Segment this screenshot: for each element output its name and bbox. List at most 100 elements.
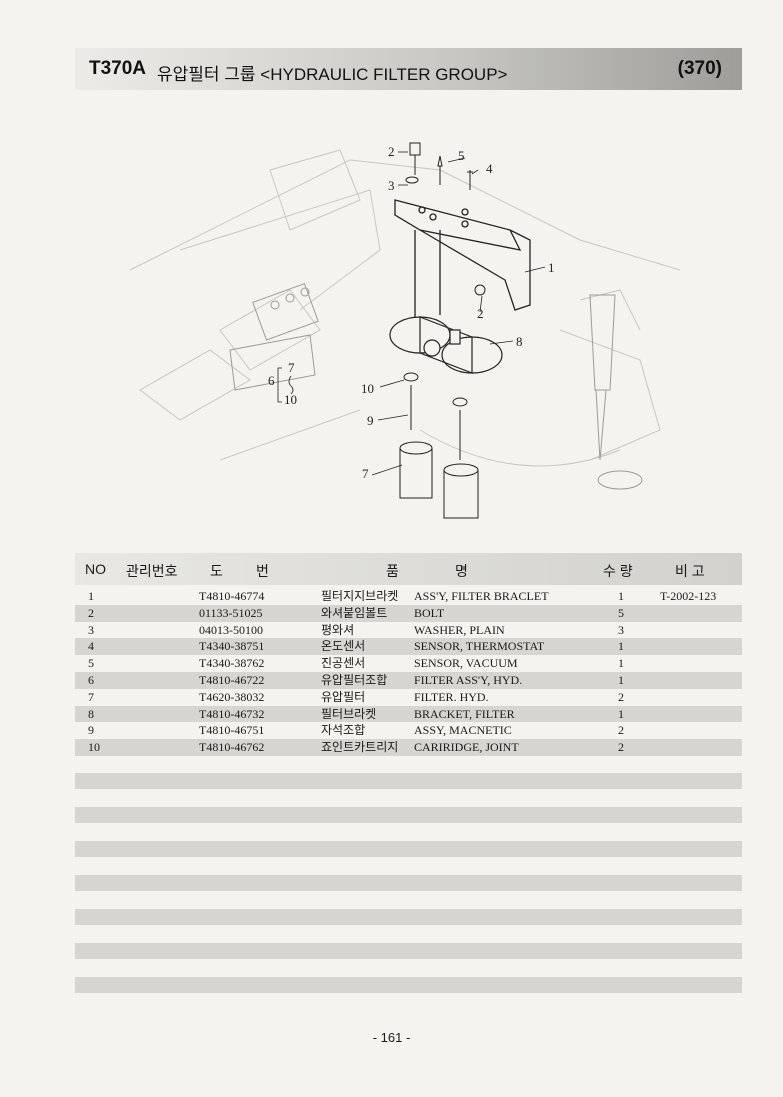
row-quantity: 1 — [618, 706, 624, 721]
row-no: 8 — [88, 706, 94, 721]
callout-5: 5 — [458, 148, 465, 163]
row-no: 2 — [88, 605, 94, 620]
empty-table-row — [75, 977, 742, 993]
control-linkage — [229, 282, 643, 490]
row-remarks: T-2002-123 — [660, 589, 717, 603]
sensors-and-bolts — [405, 142, 486, 296]
col-remarks: 비 고 — [675, 563, 705, 579]
row-korean-name: 자석조합 — [321, 723, 366, 738]
col-no: NO — [85, 561, 106, 577]
empty-table-row — [75, 773, 742, 789]
row-quantity: 1 — [618, 589, 624, 603]
row-korean-name: 유압필터조합 — [321, 672, 388, 687]
filter-bracket-part — [394, 199, 531, 320]
empty-table-row — [75, 875, 742, 891]
row-part-number: T4810-46774 — [199, 589, 265, 603]
row-no: 6 — [88, 672, 94, 687]
row-english-name: WASHER, PLAIN — [414, 622, 505, 637]
row-english-name: SENSOR, VACUUM — [414, 656, 518, 671]
empty-table-row — [75, 807, 742, 823]
table-row: 6 T4810-46722 유압필터조합 FILTER ASS'Y, HYD. … — [75, 671, 742, 689]
callout-9: 9 — [367, 413, 374, 428]
row-quantity: 3 — [618, 622, 624, 637]
callout-2b: 2 — [477, 306, 484, 321]
row-no: 7 — [88, 689, 94, 704]
parts-table-header: NO 관리번호 도 번 품 명 수 량 비 고 — [75, 553, 742, 585]
row-no: 1 — [88, 589, 94, 603]
filter-cartridges — [399, 372, 479, 519]
row-no: 9 — [88, 723, 94, 738]
row-english-name: FILTER ASS'Y, HYD. — [414, 672, 523, 687]
row-part-number: T4810-46732 — [199, 706, 265, 721]
row-part-number: T4810-46722 — [199, 672, 265, 687]
row-quantity: 5 — [618, 605, 624, 620]
row-korean-name: 죠인트카트리지 — [321, 740, 399, 755]
parts-table-body: 1 T4810-46774 필터지지브라켓 ASS'Y, FILTER BRAC… — [75, 588, 742, 756]
row-quantity: 2 — [618, 723, 624, 738]
row-quantity: 1 — [618, 656, 624, 671]
callout-6-to: 10 — [284, 392, 297, 407]
row-no: 4 — [88, 639, 94, 654]
table-row: 8 T4810-46732 필터브라켓 BRACKET, FILTER 1 — [75, 705, 742, 723]
page-header: T370A 유압필터 그룹 <HYDRAULIC FILTER GROUP> (… — [75, 48, 742, 90]
col-quantity: 수 량 — [603, 563, 633, 579]
callout-6-from: 7 — [288, 360, 295, 375]
col-management-number: 관리번호 — [126, 563, 178, 579]
col-name-pum: 품 — [386, 563, 399, 579]
table-row: 1 T4810-46774 필터지지브라켓 ASS'Y, FILTER BRAC… — [75, 588, 742, 605]
table-row: 9 T4810-46751 자석조합 ASSY, MACNETIC 2 — [75, 722, 742, 739]
row-no: 5 — [88, 656, 94, 671]
callout-2: 2 — [388, 144, 395, 159]
table-row: 4 T4340-38751 온도센서 SENSOR, THERMOSTAT 1 — [75, 638, 742, 656]
section-title: 유압필터 그룹 <HYDRAULIC FILTER GROUP> — [157, 65, 508, 84]
row-part-number: 04013-50100 — [199, 622, 263, 637]
row-quantity: 1 — [618, 672, 624, 687]
callout-8: 8 — [516, 334, 523, 349]
row-korean-name: 평와셔 — [321, 622, 355, 637]
row-quantity: 2 — [618, 689, 624, 704]
table-row: 7 T4620-38032 유압필터 FILTER. HYD. 2 — [75, 689, 742, 706]
row-no: 3 — [88, 622, 94, 637]
col-drawing-do: 도 — [210, 563, 223, 579]
callout-3: 3 — [388, 178, 395, 193]
empty-table-row — [75, 909, 742, 925]
row-part-number: T4340-38751 — [199, 639, 265, 654]
row-no: 10 — [88, 740, 100, 755]
row-korean-name: 진공센서 — [321, 656, 366, 671]
filter-head-part — [389, 316, 503, 374]
empty-table-row — [75, 943, 742, 959]
empty-table-row — [75, 841, 742, 857]
group-number: (370) — [677, 58, 722, 79]
row-part-number: T4620-38032 — [199, 689, 265, 704]
section-code: T370A — [89, 58, 147, 79]
callout-6-bracket — [277, 367, 294, 403]
col-drawing-beon: 번 — [256, 563, 269, 579]
exploded-parts-diagram: 2 3 5 4 1 2 8 10 9 7 6 7 10 — [129, 142, 680, 519]
row-part-number: 01133-51025 — [199, 605, 263, 620]
callout-4: 4 — [486, 161, 493, 176]
table-row: 5 T4340-38762 진공센서 SENSOR, VACUUM 1 — [75, 655, 742, 672]
row-korean-name: 온도센서 — [321, 639, 366, 654]
row-korean-name: 필터지지브라켓 — [321, 589, 399, 603]
row-english-name: ASS'Y, FILTER BRACLET — [414, 589, 549, 603]
table-row: 2 01133-51025 와셔붙임볼트 BOLT 5 — [75, 604, 742, 622]
row-korean-name: 필터브라켓 — [321, 706, 377, 721]
row-english-name: BRACKET, FILTER — [414, 706, 515, 721]
row-english-name: CARIRIDGE, JOINT — [414, 740, 519, 755]
row-quantity: 1 — [618, 639, 624, 654]
callout-1: 1 — [548, 260, 555, 275]
table-row: 3 04013-50100 평와셔 WASHER, PLAIN 3 — [75, 622, 742, 639]
row-korean-name: 와셔붙임볼트 — [321, 605, 388, 620]
row-part-number: T4810-46751 — [199, 723, 265, 738]
row-part-number: T4340-38762 — [199, 656, 265, 671]
col-name-myeong: 명 — [455, 563, 468, 579]
callout-6: 6 — [268, 373, 275, 388]
table-row: 10 T4810-46762 죠인트카트리지 CARIRIDGE, JOINT … — [75, 739, 742, 756]
row-english-name: BOLT — [414, 605, 445, 620]
row-part-number: T4810-46762 — [199, 740, 265, 755]
row-korean-name: 유압필터 — [321, 689, 366, 704]
callout-7: 7 — [362, 466, 369, 481]
callout-leaders — [371, 151, 546, 476]
row-english-name: ASSY, MACNETIC — [414, 723, 512, 738]
row-english-name: SENSOR, THERMOSTAT — [414, 639, 545, 654]
